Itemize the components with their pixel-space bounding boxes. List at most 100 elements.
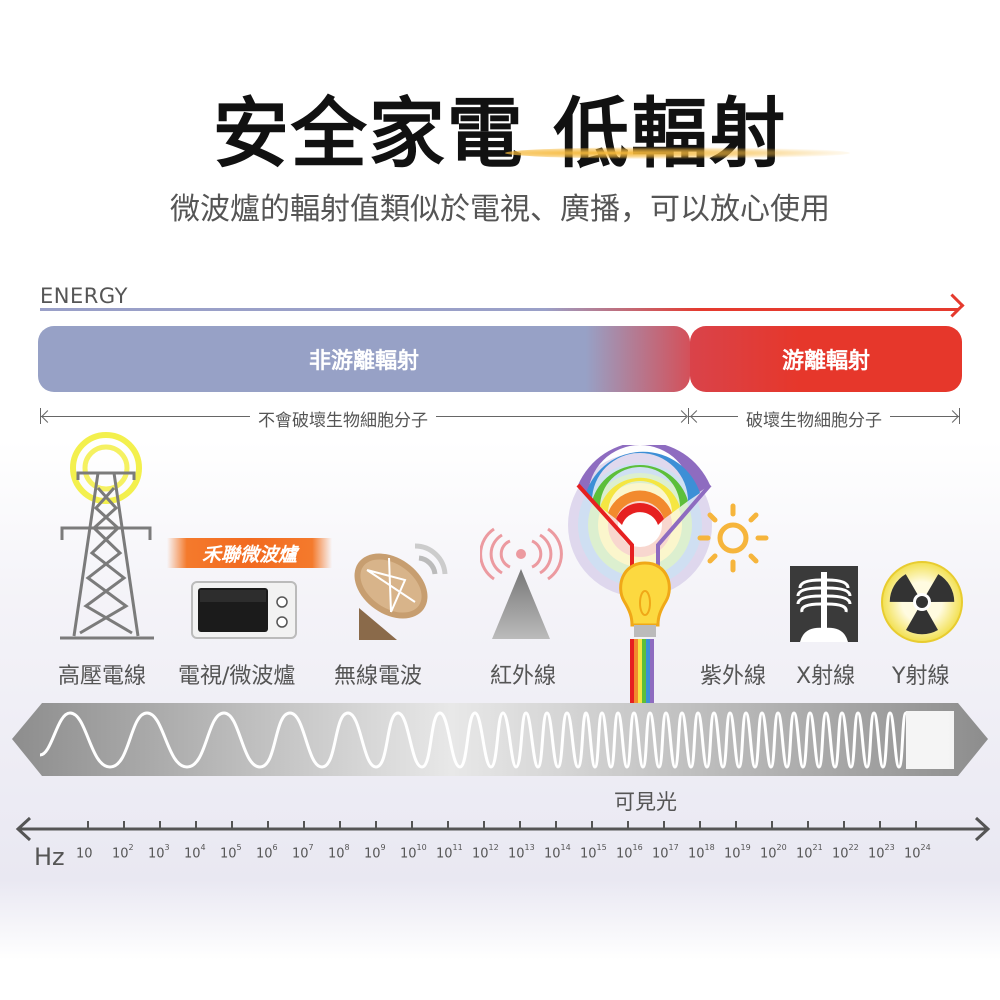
tick-base: 10	[472, 846, 489, 862]
frequency-tick-label: 1015	[580, 843, 607, 862]
tick-exponent: 13	[524, 843, 535, 852]
frequency-tick-label: 1024	[904, 843, 931, 862]
non-ionizing-label: 非游離輻射	[308, 349, 419, 374]
xray-skeleton-icon	[790, 566, 858, 642]
light-bulb-rainbow-icon	[568, 445, 712, 775]
infrared-transmitter-icon	[480, 527, 563, 639]
frequency-tick-label: 1013	[508, 843, 535, 862]
tick-base: 10	[292, 846, 309, 862]
brand-badge: 禾聯微波爐	[167, 538, 332, 568]
tick-base: 10	[184, 846, 201, 862]
tick-base: 10	[688, 846, 705, 862]
frequency-tick-label: 1011	[436, 843, 463, 862]
tick-exponent: 3	[164, 843, 170, 852]
tick-base: 10	[436, 846, 453, 862]
tick-exponent: 24	[920, 843, 931, 852]
label-ultraviolet: 紫外線	[700, 664, 767, 689]
page-subtitle: 微波爐的輻射值類似於電視、廣播，可以放心使用	[170, 192, 830, 227]
frequency-axis	[15, 816, 991, 842]
arrow-right-icon	[940, 293, 965, 318]
tick-exponent: 8	[344, 843, 350, 852]
tick-exponent: 4	[200, 843, 206, 852]
label-infrared: 紅外線	[490, 664, 557, 689]
tick-exponent: 7	[308, 843, 314, 852]
ionizing-label: 游離輻射	[781, 349, 870, 374]
energy-label: ENERGY	[40, 284, 128, 308]
tick-exponent: 14	[560, 843, 571, 852]
label-gamma: Y射線	[892, 664, 950, 689]
arrow-right-icon	[946, 410, 959, 423]
tick-exponent: 11	[452, 843, 463, 852]
label-tv-microwave: 電視/微波爐	[178, 664, 296, 689]
tick-exponent: 15	[596, 843, 607, 852]
tick-exponent: 22	[848, 843, 859, 852]
tick-base: 10	[220, 846, 237, 862]
non-ionizing-note: 不會破壞生物細胞分子	[250, 406, 436, 431]
tick-base: 10	[616, 846, 633, 862]
frequency-tick-label: 108	[328, 843, 350, 862]
frequency-unit: Hz	[34, 843, 65, 871]
frequency-tick-label: 106	[256, 843, 278, 862]
arrow-right-icon	[675, 410, 688, 423]
frequency-tick-label: 1010	[400, 843, 427, 862]
frequency-tick-label: 102	[112, 843, 134, 862]
frequency-tick-label: 105	[220, 843, 242, 862]
tick-base: 10	[76, 846, 93, 862]
tick-base: 10	[256, 846, 273, 862]
tick-base: 10	[580, 846, 597, 862]
tick-base: 10	[652, 846, 669, 862]
tick-base: 10	[724, 846, 741, 862]
tick-exponent: 18	[704, 843, 715, 852]
ionizing-note: 破壞生物細胞分子	[738, 406, 890, 431]
brand-badge-label: 禾聯微波爐	[201, 543, 297, 566]
tick-base: 10	[544, 846, 561, 862]
dimension-tick	[688, 408, 689, 424]
tick-exponent: 16	[632, 843, 643, 852]
frequency-tick-label: 109	[364, 843, 386, 862]
label-xray: X射線	[796, 664, 856, 689]
tick-exponent: 10	[416, 843, 427, 852]
wave-spectrum-band	[12, 703, 988, 776]
tick-exponent: 12	[488, 843, 499, 852]
microwave-icon	[191, 581, 297, 639]
label-power-line: 高壓電線	[58, 664, 147, 689]
frequency-tick-label: 1021	[796, 843, 823, 862]
non-ionizing-band: 非游離輻射	[38, 326, 690, 392]
dimension-tick	[40, 408, 41, 424]
tick-exponent: 21	[812, 843, 823, 852]
tick-exponent: 5	[236, 843, 242, 852]
ionizing-band: 游離輻射	[690, 326, 962, 392]
frequency-tick-label: 107	[292, 843, 314, 862]
satellite-dish-icon	[354, 543, 448, 640]
frequency-tick-label: 1020	[760, 843, 787, 862]
frequency-tick-label: 1014	[544, 843, 571, 862]
tick-base: 10	[364, 846, 381, 862]
frequency-tick-label: 1016	[616, 843, 643, 862]
title-underline-glow	[505, 147, 850, 159]
tick-base: 10	[868, 846, 885, 862]
frequency-tick-label: 1022	[832, 843, 859, 862]
frequency-tick-label: 1012	[472, 843, 499, 862]
tick-base: 10	[400, 846, 417, 862]
sun-icon	[697, 503, 769, 573]
tick-base: 10	[904, 846, 921, 862]
tick-exponent: 17	[668, 843, 679, 852]
energy-arrow-line	[40, 308, 958, 311]
frequency-tick-label: 10	[76, 845, 93, 861]
tick-base: 10	[112, 846, 129, 862]
tick-base: 10	[760, 846, 777, 862]
tick-base: 10	[328, 846, 345, 862]
frequency-tick-label: 1019	[724, 843, 751, 862]
label-radio: 無線電波	[334, 664, 423, 689]
label-visible-light: 可見光	[614, 790, 677, 814]
dimension-tick	[959, 408, 960, 424]
tick-base: 10	[508, 846, 525, 862]
tick-exponent: 2	[128, 843, 134, 852]
tick-base: 10	[148, 846, 165, 862]
tick-exponent: 6	[272, 843, 278, 852]
frequency-tick-label: 1023	[868, 843, 895, 862]
tick-exponent: 9	[380, 843, 386, 852]
tick-base: 10	[796, 846, 813, 862]
tick-exponent: 19	[740, 843, 751, 852]
tick-base: 10	[832, 846, 849, 862]
